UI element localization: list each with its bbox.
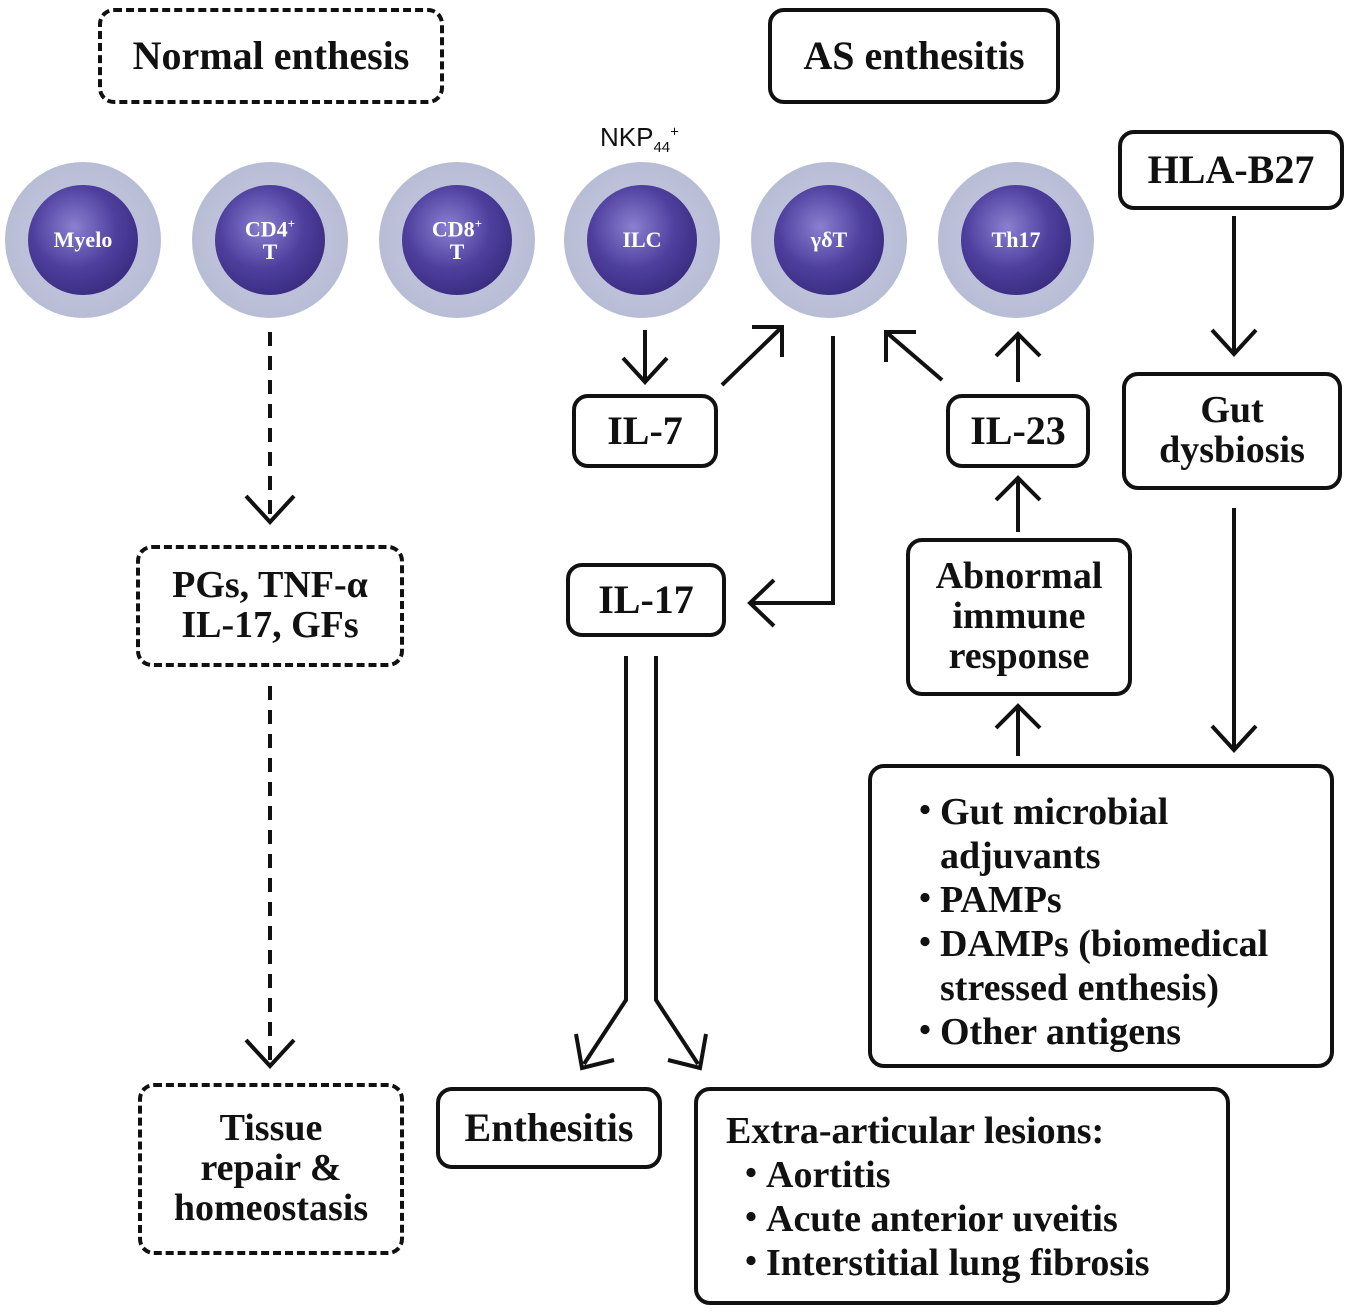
as-enthesitis-label: AS enthesitis (803, 33, 1025, 78)
trigger-item: ・ DAMPs (biomedical (906, 923, 1269, 965)
arrow-il17-to-extra-articular (654, 656, 700, 1066)
mediators-line: PGs, TNF-α (172, 564, 368, 607)
gut-dysbiosis-line: Gut (1200, 389, 1264, 432)
arrowhead (667, 1033, 708, 1071)
lesion-item: ・ Aortitis (732, 1154, 891, 1196)
arrowhead (994, 703, 1042, 730)
il-7-box: IL-7 (572, 394, 718, 468)
cell-cd8-t: CD8+ T (379, 162, 535, 318)
enthesitis-box: Enthesitis (436, 1087, 662, 1169)
il-7-label: IL-7 (607, 408, 683, 453)
arrowhead (244, 1038, 296, 1069)
cell-myelo: Myelo (5, 162, 161, 318)
cell-nucleus: CD4+ T (215, 185, 325, 295)
arrow-il23-to-gdt (884, 330, 944, 382)
tissue-line: homeostasis (173, 1186, 369, 1229)
tissue-line: repair & (200, 1147, 342, 1190)
trigger-item: ・ Other antigens (906, 1011, 1182, 1053)
il-23-label: IL-23 (970, 408, 1066, 453)
lesion-item: ・ Interstitial lung fibrosis (732, 1242, 1150, 1284)
arrowhead (994, 475, 1042, 502)
arrowhead (747, 578, 776, 628)
cell-cd4-t: CD4+ T (192, 162, 348, 318)
hla-b27-label: HLA-B27 (1147, 147, 1315, 192)
extra-articular-title: Extra-articular lesions: (726, 1110, 1105, 1152)
arrowhead (574, 1033, 615, 1071)
abnormal-line: response (948, 634, 1090, 677)
lesion-item: ・ Acute anterior uveitis (732, 1198, 1118, 1240)
cell-th17: Th17 (938, 162, 1094, 318)
as-enthesitis-header: AS enthesitis (768, 8, 1060, 104)
cell-gamma-delta-t: γδT (751, 162, 907, 318)
normal-mediators-box: PGs, TNF-α IL-17, GFs (136, 545, 404, 667)
arrowhead (244, 494, 296, 525)
abnormal-immune-response-box: Abnormal immune response (906, 538, 1132, 696)
normal-enthesis-header: Normal enthesis (98, 8, 444, 104)
extra-articular-box: Extra-articular lesions: ・ Aortitis ・ Ac… (694, 1087, 1230, 1305)
arrow-il17-to-enthesitis (582, 656, 628, 1066)
cell-nucleus: CD8+ T (402, 185, 512, 295)
triggers-box: ・ Gut microbial adjuvants ・ PAMPs ・ DAMP… (868, 764, 1334, 1068)
arrowhead (884, 330, 916, 362)
il-23-box: IL-23 (946, 394, 1090, 468)
gut-dysbiosis-box: Gut dysbiosis (1122, 372, 1342, 490)
cell-nucleus: Th17 (961, 185, 1071, 295)
tissue-line: Tissue (219, 1107, 323, 1150)
cell-ilc: ILC (564, 162, 720, 318)
cell-nucleus: ILC (587, 185, 697, 295)
arrowhead (1210, 724, 1258, 753)
arrow-il7-to-gdt (720, 325, 784, 387)
abnormal-line: Abnormal (935, 555, 1103, 598)
nkp44-label: NKP44+ (600, 122, 679, 157)
arrow-gdt-to-il17 (750, 336, 835, 605)
cell-nucleus: γδT (774, 185, 884, 295)
normal-enthesis-label: Normal enthesis (132, 33, 410, 78)
trigger-item: ・ PAMPs (906, 879, 1062, 921)
arrowhead (1210, 328, 1258, 357)
gut-dysbiosis-line: dysbiosis (1159, 429, 1305, 471)
il-17-label: IL-17 (598, 577, 694, 622)
arrowhead (994, 331, 1042, 358)
trigger-item-continued: adjuvants (940, 835, 1101, 877)
trigger-item-continued: stressed enthesis) (940, 967, 1220, 1009)
mediators-line: IL-17, GFs (181, 604, 359, 646)
abnormal-line: immune (952, 595, 1086, 638)
trigger-item: ・ Gut microbial (906, 791, 1169, 833)
hla-b27-box: HLA-B27 (1118, 130, 1344, 210)
il-17-box: IL-17 (566, 563, 726, 637)
tissue-repair-box: Tissue repair & homeostasis (138, 1083, 404, 1255)
enthesitis-label: Enthesitis (464, 1105, 634, 1150)
arrowhead (621, 356, 669, 385)
cell-nucleus: Myelo (28, 185, 138, 295)
arrowhead (752, 325, 784, 357)
